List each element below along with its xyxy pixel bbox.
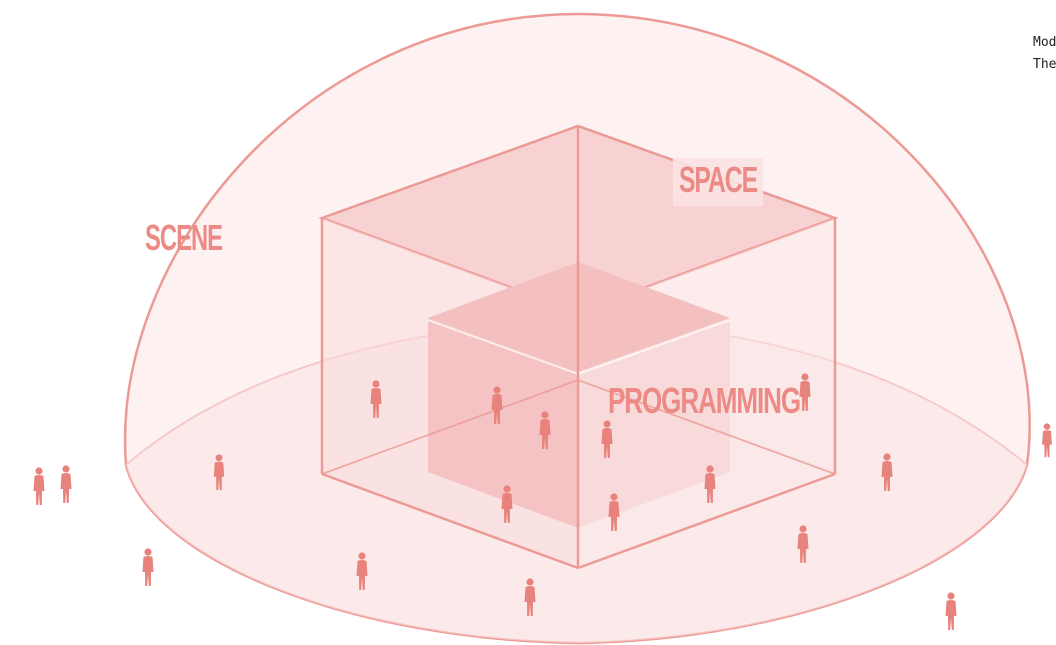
person-figure: [33, 467, 45, 505]
side-caption-line-1: Mod: [1033, 35, 1056, 50]
person-figure: [142, 548, 154, 586]
programming-cube: [427, 262, 731, 528]
person-figure: [1042, 423, 1052, 458]
programming-cube-right: [578, 318, 730, 528]
side-caption-line-2: The: [1033, 57, 1056, 72]
programming-label: PROGRAMMING: [608, 380, 800, 421]
programming-cube-left: [428, 318, 578, 528]
side-caption: Mod The: [1033, 32, 1056, 76]
scene-label: SCENE: [145, 217, 222, 258]
space-label-plate: [673, 158, 763, 206]
space-box-edges: [320, 126, 837, 570]
space-label: SPACE: [679, 159, 757, 200]
person-figure: [60, 465, 72, 503]
person-figure: [945, 592, 957, 630]
